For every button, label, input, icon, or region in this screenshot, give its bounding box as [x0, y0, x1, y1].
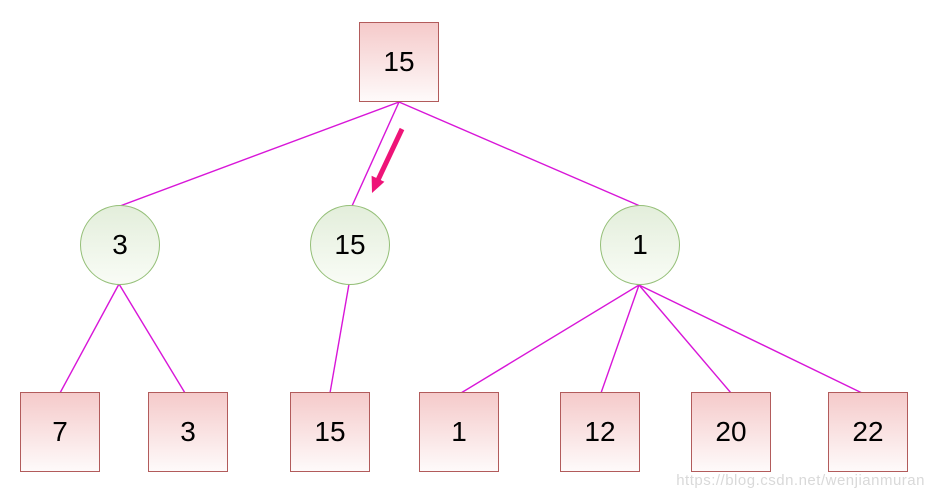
node-leaf-22: 22: [828, 392, 908, 472]
tree-edge: [638, 284, 732, 394]
annotation-arrow-icon: [371, 127, 405, 193]
tree-edge: [329, 283, 350, 394]
node-leaf-7: 7: [20, 392, 100, 472]
node-leaf-12: 12: [560, 392, 640, 472]
node-leaf-15: 15: [290, 392, 370, 472]
node-leaf-3: 3: [148, 392, 228, 472]
node-circle-1: 1: [600, 205, 680, 285]
annotation-arrow-shaft: [375, 127, 405, 182]
node-root-15: 15: [359, 22, 439, 102]
watermark: https://blog.csdn.net/wenjianmuran: [676, 472, 925, 489]
node-leaf-1: 1: [419, 392, 499, 472]
tree-edge: [59, 283, 120, 394]
node-leaf-20: 20: [691, 392, 771, 472]
tree-edge: [118, 283, 186, 394]
tree-edge: [600, 284, 640, 394]
tree-edge: [398, 101, 641, 207]
tree-edge: [119, 101, 400, 207]
annotation-arrow-head: [371, 175, 385, 193]
node-circle-15: 15: [310, 205, 390, 285]
tree-edge: [351, 101, 400, 207]
tree-edge: [638, 284, 863, 394]
tree-edge: [460, 284, 640, 394]
node-circle-3: 3: [80, 205, 160, 285]
